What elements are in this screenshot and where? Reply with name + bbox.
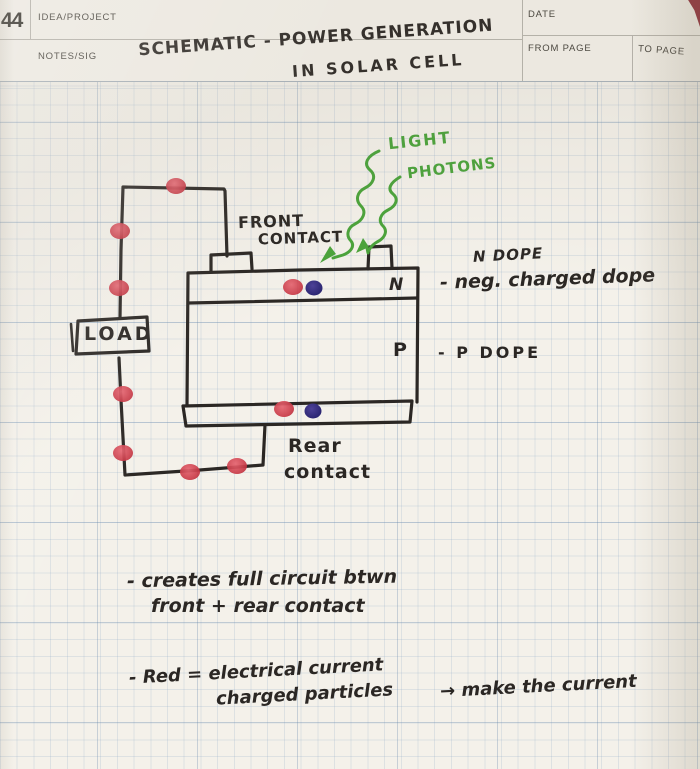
red-particle-dot [166,178,186,194]
header-bottom-rule [0,81,700,82]
idea-project-label: IDEA/PROJECT [38,12,117,23]
blue-particle-dot [305,280,323,296]
red-particle-dot [113,386,133,402]
header-divider-date [522,35,700,36]
rear-contact-label-line2: contact [284,461,372,483]
red-particle-dot [180,464,200,480]
photon-arrow-right [365,175,402,255]
front-contact-bump-right [366,244,394,271]
n-p-junction-line [187,296,419,305]
photon-arrowhead-right [356,238,369,253]
page-number: 44 [1,9,23,32]
solar-cell-outline [185,266,420,407]
note-circuit-line1: - creates full circuit btwn [126,565,398,593]
note-circuit-line2: front + rear contact [151,595,365,617]
header-divider-vertical-mid [522,0,523,82]
photon-arrow-left [331,149,381,260]
load-box [74,315,151,356]
load-box-double-stroke [69,322,75,353]
header-divider-left [0,39,522,40]
p-region-label: P [393,339,407,361]
red-particle-dot [283,279,303,295]
header-divider-vertical-right [632,35,633,82]
red-particle-dot [227,458,247,474]
red-particle-dot [113,445,133,461]
from-page-label: FROM PAGE [528,43,592,54]
front-contact-label-line2: CONTACT [257,227,344,249]
header-divider-vertical-left [30,0,31,40]
load-label: LOAD [84,323,154,345]
rear-contact-label-line1: Rear [288,435,342,457]
p-dope-label: - P DOPE [438,343,542,362]
front-contact-bump-left [209,251,254,273]
notes-sig-label: NOTES/SIG [38,51,97,62]
red-particle-dot [274,401,294,417]
blue-particle-dot [304,403,322,419]
photon-arrowhead-left [320,246,336,263]
red-particle-dot [109,280,129,296]
rear-contact-strip [181,399,414,428]
page-header: 44 IDEA/PROJECT NOTES/SIG DATE FROM PAGE… [0,0,700,82]
red-particle-dot [110,223,130,239]
graph-paper [0,82,700,769]
n-dope-heading: N DOPE [472,244,544,266]
date-label: DATE [528,9,556,20]
n-region-label: N [389,275,404,295]
